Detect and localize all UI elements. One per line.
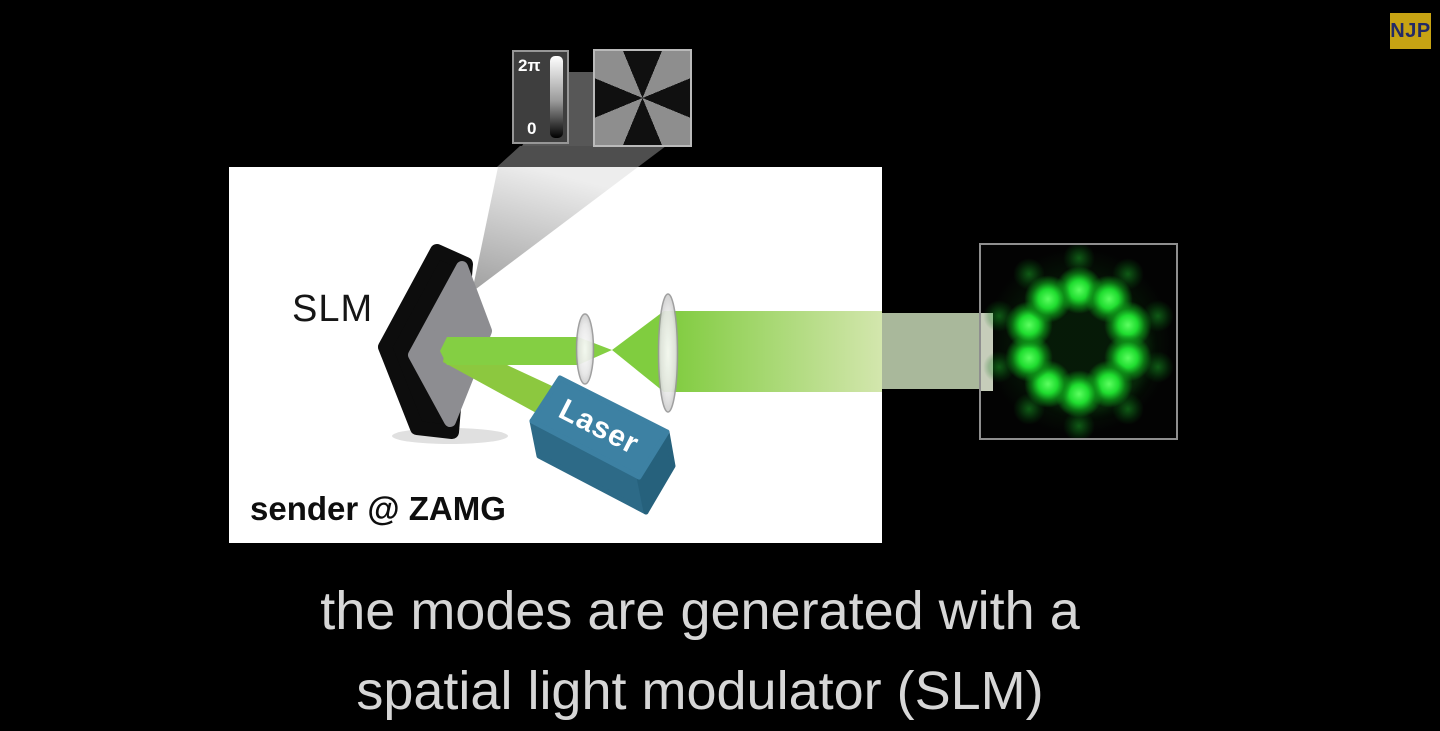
beam-slm-to-hologram: [472, 167, 638, 292]
mode-petal-outer: [1013, 257, 1046, 290]
mode-petal-outer: [1142, 351, 1175, 384]
subtitle-line-2: spatial light modulator (SLM): [356, 661, 1044, 721]
subtitle-line-1: the modes are generated with a: [320, 581, 1080, 641]
mode-petal-outer: [1142, 299, 1175, 332]
subtitle: the modes are generated with a spatial l…: [0, 571, 1400, 731]
beam-to-hologram-upper: [497, 146, 666, 167]
mode-petals: [981, 245, 1176, 438]
beam-slm-to-small-lens: [440, 337, 578, 365]
laser-box-top: [529, 375, 670, 480]
mode-petal-outer: [1111, 257, 1144, 290]
mode-petal-outer: [1062, 409, 1095, 438]
colorbar-max-label: 2π: [518, 56, 541, 75]
mode-petal-outer: [982, 299, 1015, 332]
mode-petal-outer: [1111, 393, 1144, 426]
panel-label: sender @ ZAMG: [250, 490, 506, 527]
phase-colorbar: 2π 0: [512, 50, 569, 144]
mode-petal-outer: [1013, 393, 1046, 426]
slm-label: SLM: [292, 288, 374, 330]
beam-collimated: [664, 311, 882, 392]
mode-petal-outer: [1062, 245, 1095, 274]
mode-petal: [1023, 275, 1072, 324]
njp-logo-text: NJP: [1390, 19, 1431, 42]
beam-outside-panel: [882, 313, 979, 389]
phase-hologram: [593, 49, 692, 147]
mode-petal-outer: [982, 351, 1015, 384]
colorbar-min-label: 0: [527, 119, 537, 138]
njp-logo: NJP: [1390, 13, 1431, 49]
lens-small: [575, 313, 595, 385]
lens-large: [657, 293, 679, 413]
beam-terminus: [981, 313, 993, 391]
mode-intensity-image: [979, 243, 1178, 440]
beam-diverging: [612, 311, 664, 392]
colorbar-gradient: [550, 56, 563, 138]
